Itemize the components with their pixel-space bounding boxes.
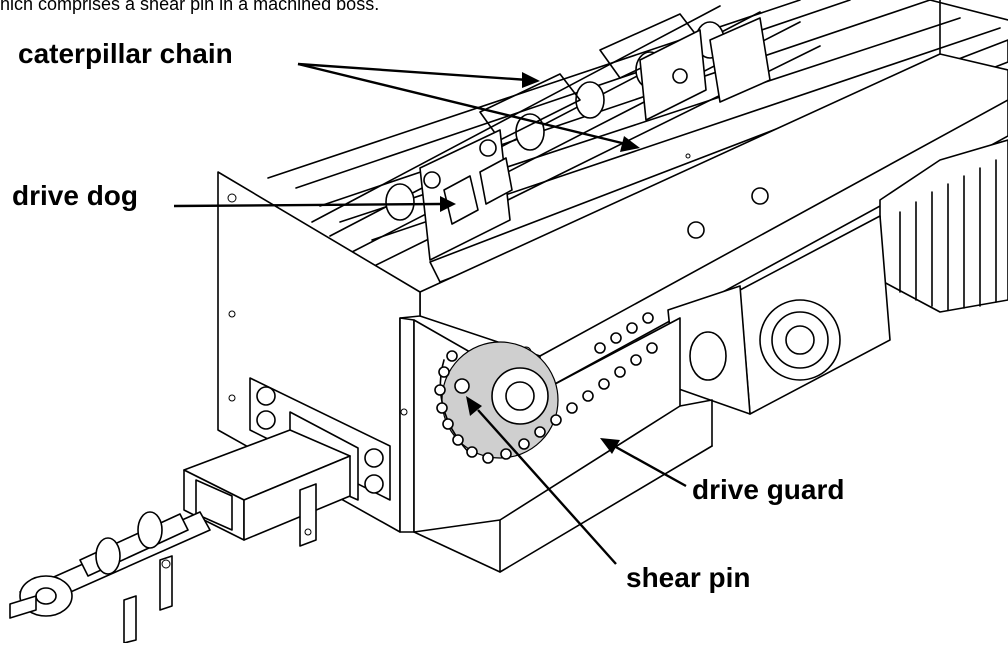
drive-guard-drawing: [413, 312, 713, 573]
label-caterpillar-chain: caterpillar chain: [18, 38, 233, 69]
arrow-drive-guard: [613, 444, 687, 488]
extension-arm: [9, 429, 351, 644]
caption-text: hich comprises a shear pin in a machined…: [0, 0, 380, 14]
arrow-caterpillar-chain-2: [297, 62, 627, 146]
label-drive-guard: drive guard: [692, 474, 845, 505]
leader-arrows: [173, 62, 687, 565]
label-shear-pin: shear pin: [626, 562, 751, 593]
motor-drawing: [667, 139, 1008, 415]
arrow-caterpillar-chain-1: [297, 62, 529, 82]
arrow-drive-dog: [173, 202, 441, 208]
arrow-shear-pin: [477, 409, 617, 565]
drive-dog-drawing: [419, 17, 771, 261]
label-drive-dog: drive dog: [12, 180, 139, 211]
